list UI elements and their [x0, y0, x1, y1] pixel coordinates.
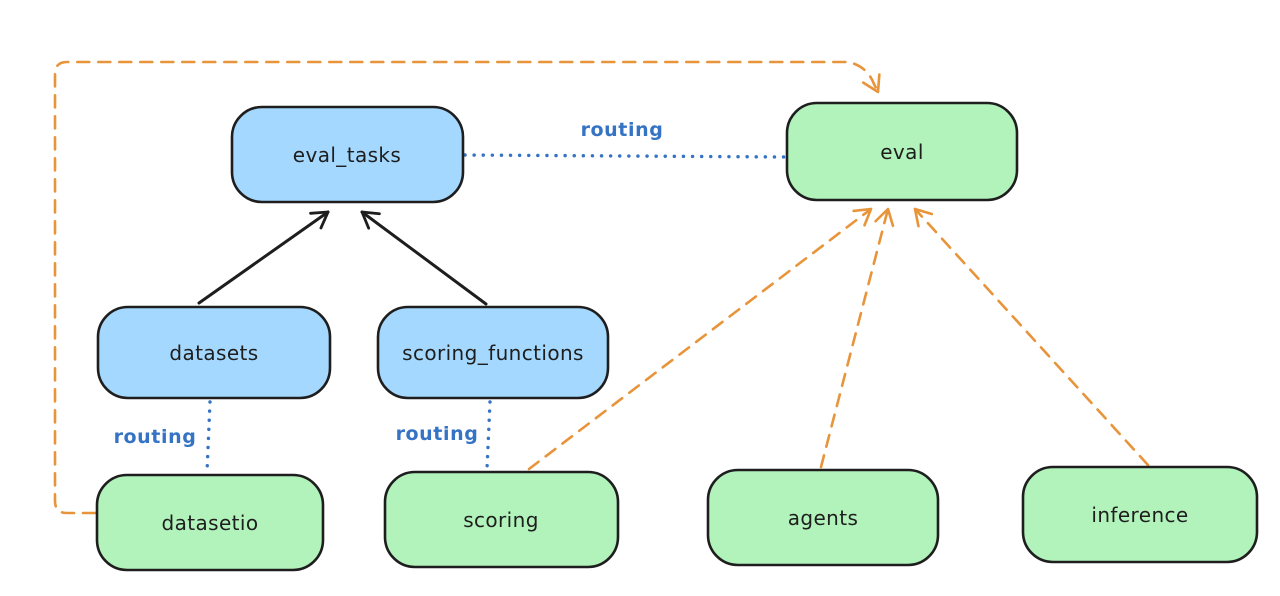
node-box	[230, 105, 465, 204]
node-label: eval	[880, 140, 924, 164]
node-label: agents	[788, 506, 859, 530]
edge-inference-to-eval	[913, 207, 1150, 467]
edge-scoring-functions-to-eval-tasks	[360, 210, 488, 306]
node-label: datasetio	[161, 511, 258, 535]
node-inference: inference	[1021, 465, 1259, 564]
node-scoring: scoring	[383, 470, 620, 569]
edge-label-routing-datasets: routing	[114, 426, 197, 448]
node-label: datasets	[169, 341, 258, 365]
node-box	[706, 468, 940, 567]
node-eval: eval	[785, 101, 1019, 202]
node-datasets: datasets	[96, 305, 332, 400]
edge-label-routing-scoring: routing	[396, 423, 479, 445]
edge-datasets-to-datasetio-routing	[205, 400, 212, 474]
node-label: scoring	[463, 508, 539, 532]
node-label: scoring_functions	[402, 341, 584, 365]
edge-agents-to-eval	[819, 207, 895, 469]
node-datasetio: datasetio	[95, 473, 325, 572]
edge-datasetio-to-eval	[53, 60, 881, 515]
node-box	[383, 470, 620, 569]
edge-scoring-functions-to-scoring-routing	[485, 400, 492, 471]
node-label: inference	[1091, 503, 1188, 527]
edge-scoring-to-eval	[527, 207, 873, 471]
edge-datasets-to-eval-tasks	[197, 210, 330, 305]
node-eval-tasks: eval_tasks	[230, 105, 465, 204]
node-box	[95, 473, 325, 572]
node-agents: agents	[706, 468, 940, 567]
node-box	[96, 305, 332, 400]
edge-label-routing-top: routing	[581, 119, 664, 141]
node-box	[785, 101, 1019, 202]
node-box	[1021, 465, 1259, 564]
edge-eval-tasks-to-eval-routing	[463, 153, 788, 159]
node-box	[376, 305, 610, 400]
node-label: eval_tasks	[293, 143, 401, 167]
node-scoring-functions: scoring_functions	[376, 305, 610, 400]
